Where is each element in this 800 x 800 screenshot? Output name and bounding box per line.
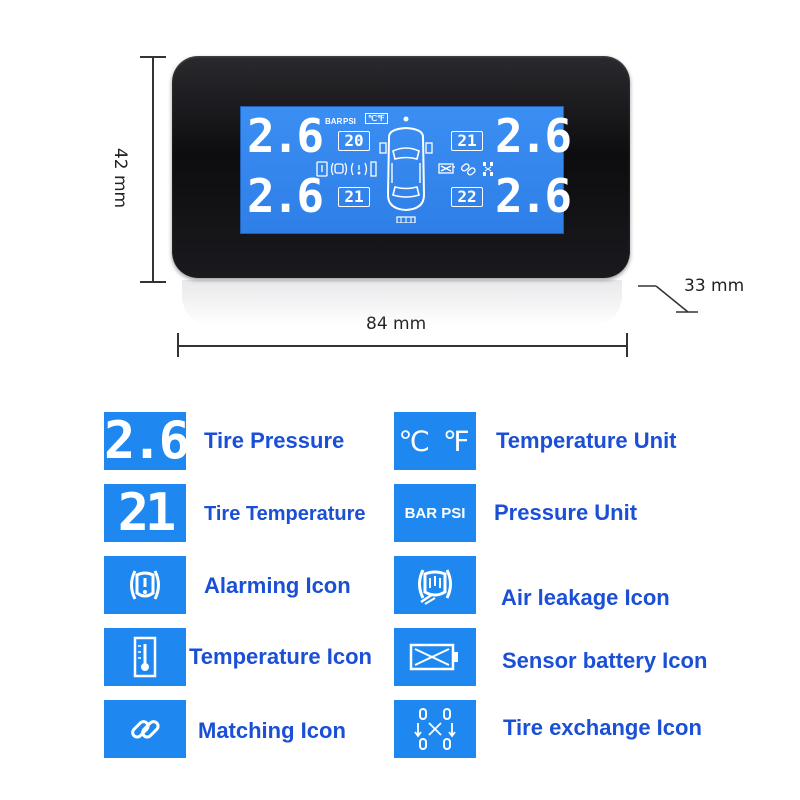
legend-label-sensor-battery: Sensor battery Icon: [502, 648, 708, 673]
width-dim-tick-right: [626, 333, 628, 357]
legend-label-temperature-unit: Temperature Unit: [496, 428, 677, 453]
depth-dim-line: [638, 285, 698, 313]
legend-label-matching: Matching Icon: [198, 718, 346, 743]
legend-temp-unit-text: ℃ ℉: [398, 424, 472, 458]
thermometer-icon: [133, 636, 157, 678]
legend-label-tire-temperature: Tire Temperature: [204, 503, 366, 525]
legend-label-tire-pressure: Tire Pressure: [204, 428, 345, 453]
legend-label-tire-exchange: Tire exchange Icon: [503, 715, 702, 740]
lcd-vertical-icon: [370, 161, 377, 177]
width-dim-line: [177, 345, 627, 347]
legend-tile-temp-icon: [104, 628, 186, 686]
tire-alarm-icon: [130, 570, 160, 600]
lcd-status-icons-right: [438, 162, 493, 176]
width-dim-tick-left: [177, 333, 179, 357]
tire-exchange-icon: [414, 708, 456, 750]
height-dim-tick-bottom: [140, 281, 166, 283]
front-left-pressure: 2.6: [247, 109, 324, 163]
front-right-pressure: 2.6: [495, 109, 572, 163]
lcd-psi-unit: PSI: [343, 117, 356, 126]
legend-pressure-digits: 2.6: [104, 411, 190, 471]
legend-label-alarming: Alarming Icon: [204, 573, 351, 598]
lcd-battery-icon: [438, 163, 455, 174]
legend-tile-matching: [104, 700, 186, 758]
device-reflection: [182, 280, 622, 326]
lcd-bar-unit: BAR: [325, 117, 343, 126]
legend-label-air-leakage: Air leakage Icon: [501, 585, 670, 610]
legend-tile-pressure: 2.6: [104, 411, 190, 471]
legend-label-pressure-unit: Pressure Unit: [494, 500, 638, 525]
lcd-air-leak-icon: [330, 162, 348, 176]
legend-tile-temp-unit: ℃ ℉: [394, 412, 476, 470]
lcd-alarm-icon: [350, 162, 368, 176]
height-dim-line: [152, 56, 154, 282]
lcd-exchange-icon: [483, 162, 493, 176]
rear-right-pressure: 2.6: [495, 169, 572, 223]
height-dim-label: 42 mm: [110, 147, 130, 209]
link-icon: [131, 720, 160, 739]
legend-tile-air-leak: [394, 556, 476, 614]
legend-temperature-digits: 21: [117, 483, 177, 543]
legend-tile-temperature: 21: [104, 483, 186, 543]
legend-tile-sensor-battery: [394, 628, 476, 686]
lcd-status-icons-left: [316, 161, 377, 177]
height-dim-tick-top: [140, 56, 166, 58]
sensor-battery-icon: [409, 643, 458, 671]
lcd-car-icon: [379, 116, 433, 223]
front-left-temp: 20: [338, 131, 370, 151]
legend-label-temperature-icon: Temperature Icon: [189, 644, 372, 669]
rear-left-temp: 21: [338, 187, 370, 207]
rear-left-pressure: 2.6: [247, 169, 324, 223]
lcd-link-icon: [461, 163, 476, 176]
rear-right-temp: 22: [451, 187, 483, 207]
legend-tile-tire-exchange: [394, 700, 476, 758]
legend-pressure-unit-text: BAR PSI: [404, 504, 466, 522]
legend-tile-pressure-unit: BAR PSI: [394, 484, 476, 542]
air-leak-icon: [418, 569, 452, 605]
lcd-temp-unit: ℃℉: [365, 113, 388, 124]
legend-tile-alarm: [104, 556, 186, 614]
lcd-screen: 2.6 2.6 2.6 2.6 BAR PSI ℃℉ 20 21 21 22: [240, 106, 572, 234]
lcd-temp-icon: [316, 161, 328, 177]
front-right-temp: 21: [451, 131, 483, 151]
depth-dim-label: 33 mm: [684, 276, 745, 296]
